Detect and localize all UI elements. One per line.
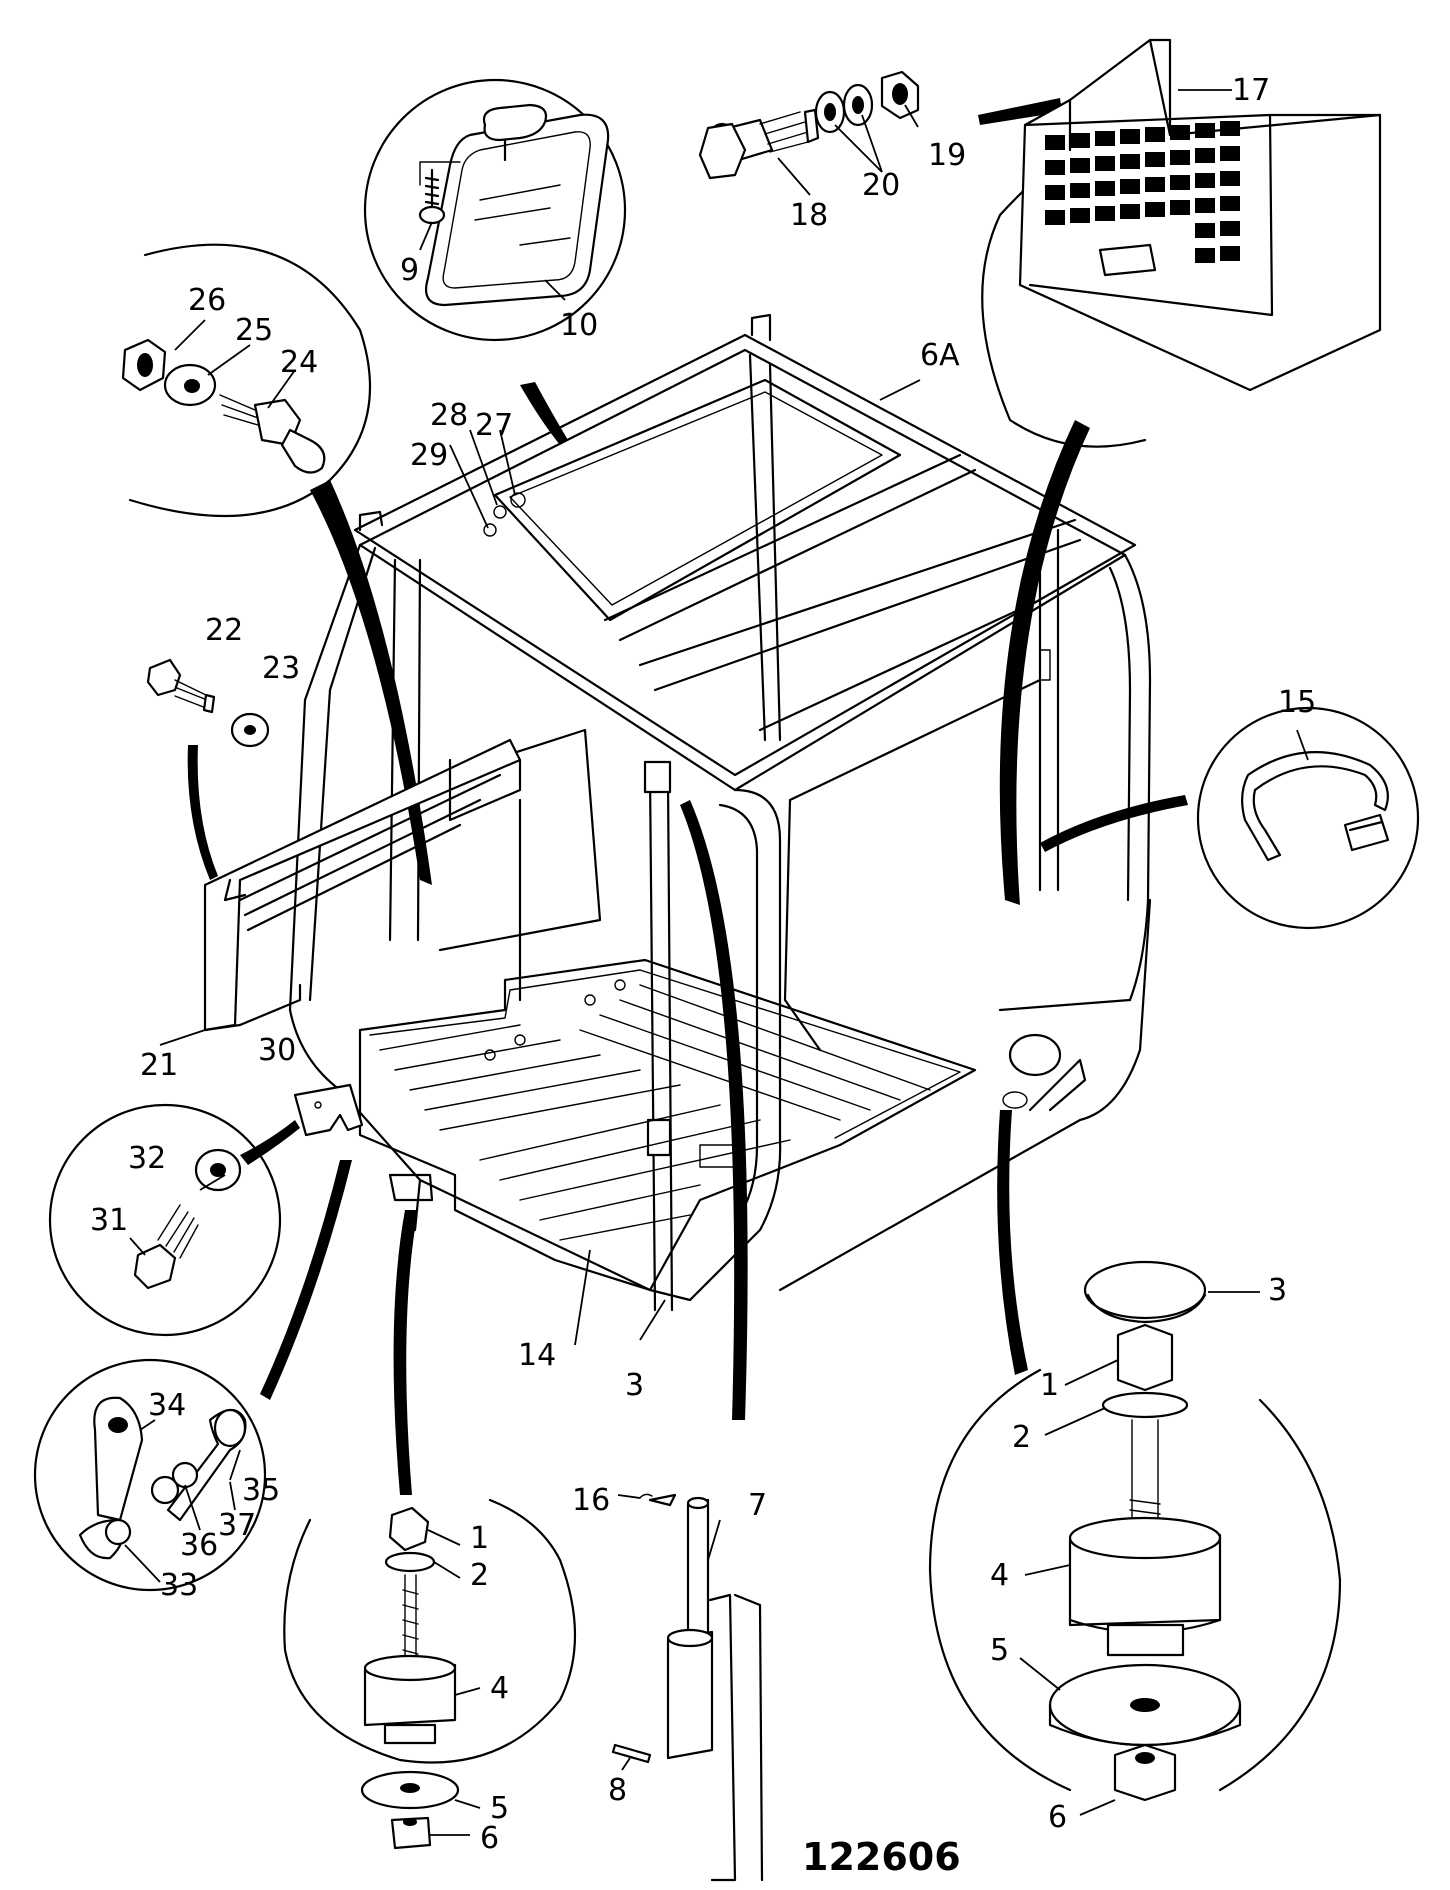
callout-6b: 6 [1048, 1800, 1067, 1835]
callout-4b: 4 [990, 1558, 1009, 1593]
callout-20: 20 [862, 168, 900, 203]
callout-32: 32 [128, 1141, 166, 1176]
callout-labels: 17 19 20 18 9 10 6A 26 25 24 28 27 29 22… [90, 73, 1316, 1856]
callout-9: 9 [400, 253, 419, 288]
callout-2b: 2 [1012, 1420, 1031, 1455]
mirror-detail [363, 78, 627, 342]
callout-16: 16 [572, 1483, 610, 1518]
callout-17: 17 [1232, 73, 1270, 108]
storage-box-detail [981, 38, 1382, 448]
connector-ribbons [187, 98, 1188, 1495]
cab-frame [288, 313, 1152, 1312]
callout-5b: 5 [990, 1633, 1009, 1668]
right-mount-detail [928, 1260, 1342, 1802]
callout-25: 25 [235, 313, 273, 348]
callout-8: 8 [608, 1773, 627, 1808]
pin-detail-24-26 [121, 243, 372, 518]
callout-14: 14 [518, 1338, 556, 1373]
callout-3b: 3 [1268, 1273, 1287, 1308]
plate-detail-30 [293, 1083, 364, 1137]
callout-36: 36 [180, 1528, 218, 1563]
callout-19: 19 [928, 138, 966, 173]
callout-6a: 6 [480, 1821, 499, 1856]
callout-37: 37 [218, 1508, 256, 1543]
callout-22: 22 [205, 613, 243, 648]
bolt-detail-18-20 [698, 70, 920, 180]
drawing-number: 122606 [802, 1835, 961, 1879]
left-mount-detail [283, 1498, 577, 1850]
callout-15: 15 [1278, 685, 1316, 720]
callout-24: 24 [280, 345, 318, 380]
callout-28: 28 [430, 398, 468, 433]
callout-26: 26 [188, 283, 226, 318]
callout-3a: 3 [625, 1368, 644, 1403]
callout-7: 7 [748, 1488, 767, 1523]
callout-21: 21 [140, 1048, 178, 1083]
callout-4a: 4 [490, 1671, 509, 1706]
callout-31: 31 [90, 1203, 128, 1238]
callout-34: 34 [148, 1388, 186, 1423]
hinge-detail [611, 1493, 764, 1882]
callout-1a: 1 [470, 1521, 489, 1556]
callout-18: 18 [790, 198, 828, 233]
bolt-detail-31-32 [48, 1103, 282, 1337]
callout-5a: 5 [490, 1791, 509, 1826]
callout-10: 10 [560, 308, 598, 343]
callout-2a: 2 [470, 1558, 489, 1593]
leader-lines [124, 89, 1309, 1836]
callout-33: 33 [160, 1568, 198, 1603]
callout-23: 23 [262, 651, 300, 686]
strap-detail-15 [1196, 706, 1420, 930]
callout-1b: 1 [1040, 1368, 1059, 1403]
callout-35: 35 [242, 1473, 280, 1508]
callout-30: 30 [258, 1033, 296, 1068]
callout-6A: 6A [920, 338, 960, 373]
callout-29: 29 [410, 438, 448, 473]
callout-27: 27 [475, 408, 513, 443]
